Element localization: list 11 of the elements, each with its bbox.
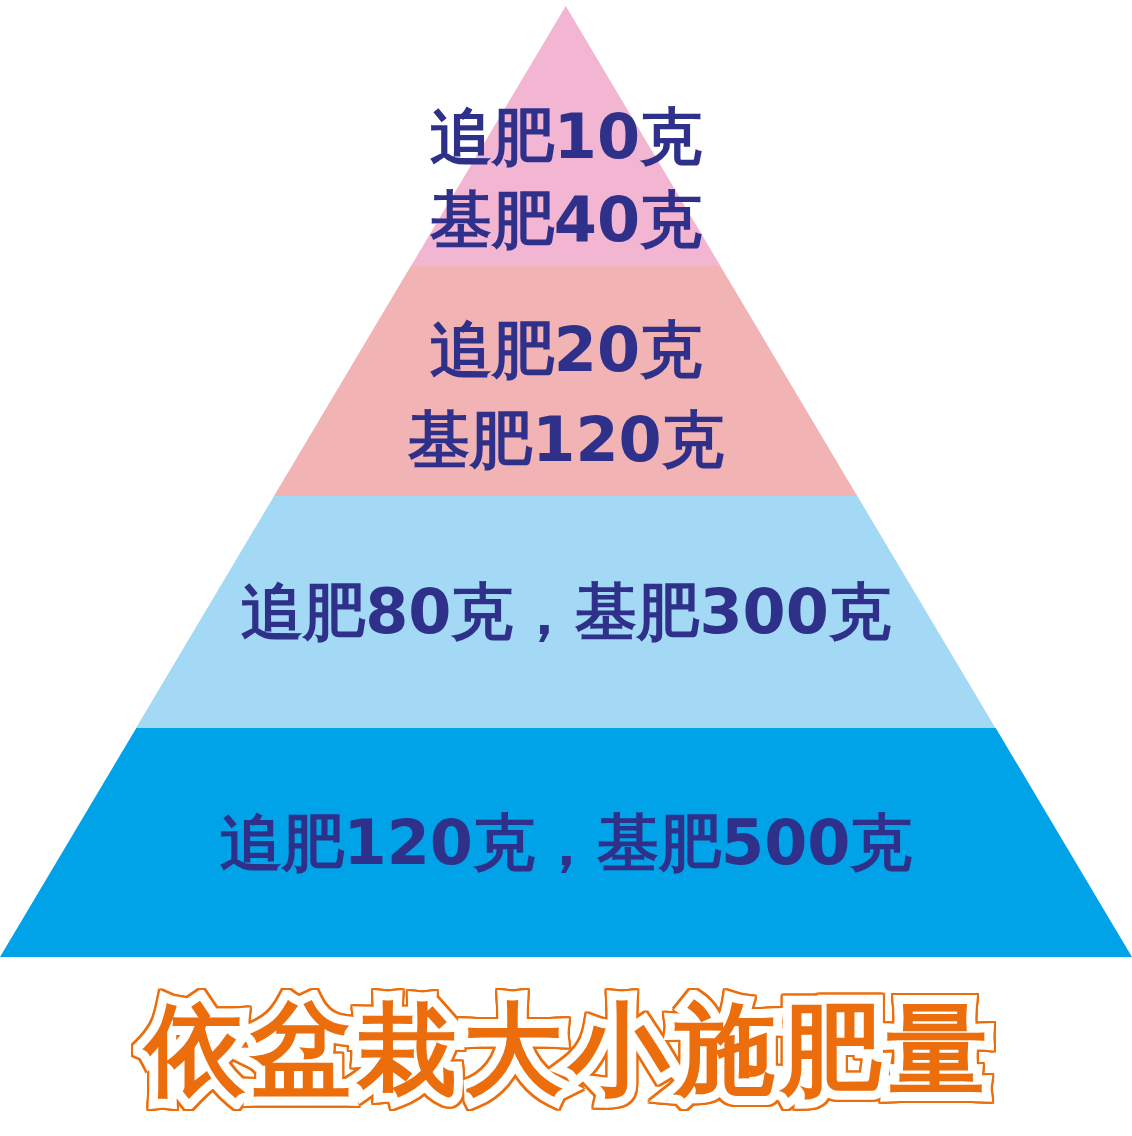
- pyramid-tier: [274, 266, 858, 496]
- title: 依盆栽大小施肥量: [131, 988, 1001, 1112]
- tier-label: 追肥10克: [429, 100, 703, 175]
- tier-label: 基肥120克: [408, 403, 724, 478]
- tier-label: 追肥120克，基肥500克: [219, 806, 913, 881]
- pyramid-tier: [0, 728, 1132, 957]
- pyramid-tier: [411, 6, 721, 266]
- tier-label: 追肥80克，基肥300克: [241, 575, 891, 650]
- tier-label: 基肥40克: [429, 183, 703, 258]
- pyramid-tier: [136, 496, 996, 728]
- tier-label: 追肥20克: [429, 313, 703, 388]
